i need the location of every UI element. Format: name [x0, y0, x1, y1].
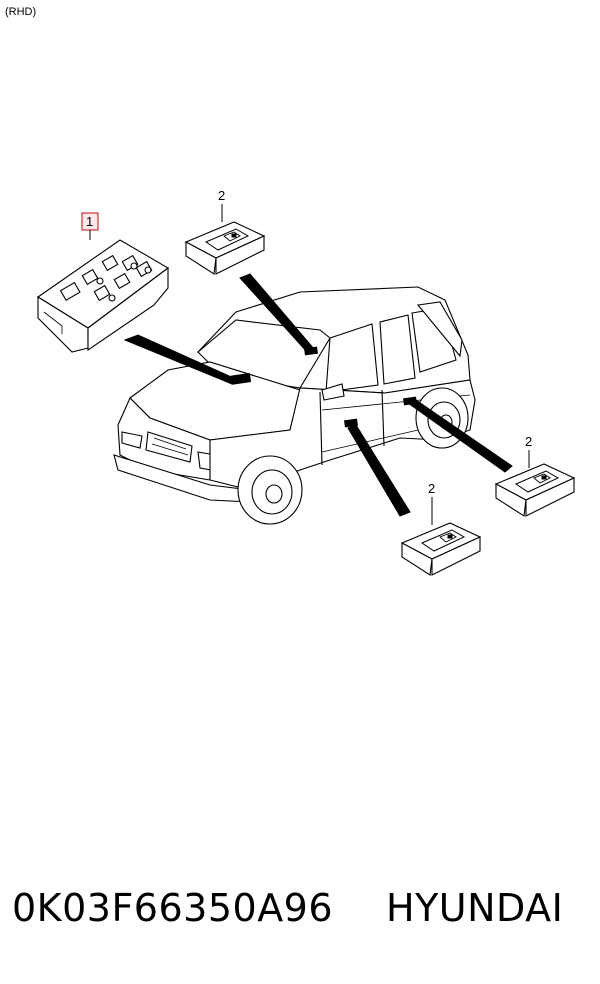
variant-label: (RHD) [5, 6, 37, 18]
brand-name: HYUNDAI [386, 886, 564, 930]
callout-1[interactable]: 1 [81, 212, 99, 240]
callout-1-number: 1 [86, 214, 93, 229]
callout-2-top[interactable]: 2 [218, 188, 225, 222]
callout-2-right[interactable]: 2 [525, 434, 532, 468]
exploded-parts-diagram: 1 2 2 2 [36, 188, 575, 576]
window-switch-part-b [495, 463, 575, 517]
callout-2-top-number: 2 [218, 188, 225, 203]
callout-2-right-number: 2 [525, 434, 532, 449]
master-switch-part [36, 239, 169, 353]
window-switch-part-a [185, 221, 265, 275]
footer: 0K03F66350A96 HYUNDAI [0, 886, 600, 946]
leader-lines [123, 273, 513, 517]
callout-2-bottom-number: 2 [428, 481, 435, 496]
callout-2-bottom[interactable]: 2 [428, 481, 435, 525]
part-number: 0K03F66350A96 [12, 886, 334, 930]
window-switch-part-c [401, 522, 481, 576]
